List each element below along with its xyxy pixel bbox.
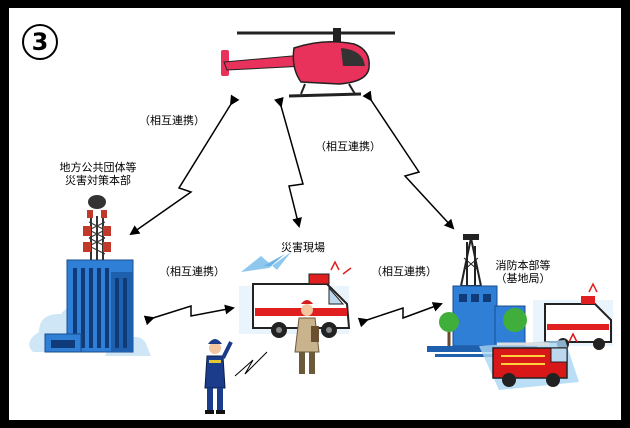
- link-label-heli-fire: （相互連携）: [315, 140, 381, 153]
- fire-hq-label-line1: 消防本部等: [495, 259, 551, 272]
- fire-truck-icon: [479, 332, 579, 390]
- diagram-scene: [29, 28, 613, 414]
- link-arrow-heli-gov: [129, 94, 240, 236]
- panel-number: 3: [22, 24, 58, 60]
- helicopter-icon: [221, 28, 395, 98]
- government-building-icon: [29, 195, 151, 356]
- ambulance-icon: [239, 252, 352, 338]
- link-label-heli-gov: （相互連携）: [139, 114, 205, 127]
- radio-operator-figure-icon: [204, 339, 233, 414]
- link-arrow-heli-fire: [362, 90, 455, 230]
- fire-station-icon: [427, 234, 537, 357]
- link-arrow-site-fire: [357, 302, 443, 328]
- worker-figure-icon: [294, 300, 320, 374]
- link-arrow-heli-site: [274, 96, 304, 228]
- diagram-frame: 3: [9, 8, 621, 420]
- link-label-gov-site: （相互連携）: [159, 265, 225, 278]
- fire-hq-label: 消防本部等 （基地局）: [483, 259, 563, 285]
- fire-hq-label-line2: （基地局）: [495, 272, 551, 285]
- local-gov-label-line2: 災害対策本部: [65, 174, 131, 187]
- fire-ambulance-icon: [533, 282, 613, 350]
- local-gov-label: 地方公共団体等 災害対策本部: [43, 161, 153, 187]
- radio-signal-icon: [234, 351, 268, 377]
- local-gov-label-line1: 地方公共団体等: [59, 161, 137, 174]
- link-arrow-gov-site: [143, 304, 235, 326]
- link-label-site-fire: （相互連携）: [371, 265, 437, 278]
- disaster-site-label: 災害現場: [281, 241, 325, 254]
